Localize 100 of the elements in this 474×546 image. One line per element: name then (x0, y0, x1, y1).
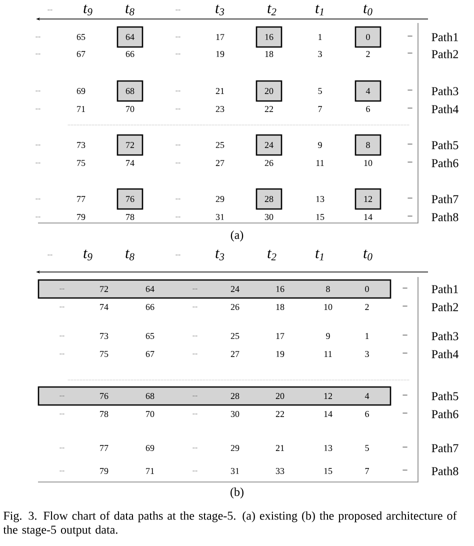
path-label: Path6 (432, 410, 458, 418)
cell-value: 5 (365, 445, 369, 451)
cell-value: 3 (365, 350, 369, 358)
cell-value: 9 (318, 142, 322, 148)
cell-value: 66 (126, 50, 134, 58)
row-box (38, 279, 392, 299)
cell-value: 31 (230, 468, 239, 474)
cell-value: 29 (216, 196, 224, 202)
cell-value: 7 (318, 106, 322, 112)
panel-label: (b) (230, 488, 244, 498)
cell-value: 73 (100, 332, 108, 340)
cell-value: 20 (276, 392, 284, 400)
cell-value: 16 (276, 286, 284, 292)
path-label: Path6 (432, 158, 458, 168)
cell-value: 29 (230, 444, 240, 452)
dash: – (402, 352, 408, 354)
cell-value: 26 (264, 160, 274, 166)
cell-value: 19 (216, 50, 224, 58)
cell-value: 5 (318, 88, 322, 94)
path-label: Path3 (432, 86, 458, 96)
value-box: 76 (116, 188, 144, 210)
panel-label: (a) (230, 230, 244, 242)
cell-value: 31 (216, 214, 224, 220)
value-box: 8 (354, 134, 382, 156)
value-box: 24 (256, 134, 282, 156)
cell-value: 79 (100, 468, 108, 474)
time-label: t$_{0}$ (364, 250, 372, 260)
time-label: t$_{9}$ (84, 250, 92, 260)
value-box: 16 (256, 26, 282, 48)
cell-value: 0 (365, 286, 369, 292)
path-label: Path7 (432, 444, 458, 452)
cell-value: 22 (264, 106, 273, 112)
cell-value: 77 (77, 196, 86, 202)
time-label: t$_{1}$ (316, 250, 324, 260)
cell-value: 21 (216, 88, 224, 94)
dash: – (408, 52, 412, 54)
cell-value: 65 (76, 34, 86, 40)
time-label: t$_{8}$ (126, 250, 134, 260)
cell-value: 27 (230, 351, 240, 357)
cell-value: 10 (364, 160, 372, 166)
cell-value: 64 (146, 286, 154, 292)
path-label: Path2 (432, 50, 458, 58)
cell-value: 75 (77, 160, 86, 166)
cell-value: 77 (100, 445, 108, 451)
path-label: Path1 (432, 32, 458, 42)
cell-value: 1 (318, 34, 322, 40)
cell-value: 28 (230, 392, 240, 400)
cell-value: 72 (100, 286, 108, 292)
time-label: t$_{1}$ (316, 4, 324, 16)
cell-value: 65 (146, 332, 154, 340)
time-label: t$_{9}$ (84, 4, 92, 16)
cell-value: 3 (318, 50, 322, 58)
path-label: Path2 (432, 302, 458, 312)
cell-value: 69 (146, 444, 154, 452)
path-label: Path5 (432, 392, 458, 400)
time-label: t$_{3}$ (216, 4, 224, 16)
cell-value: 27 (216, 160, 224, 166)
cell-value: 24 (230, 286, 240, 292)
value-box: 4 (354, 80, 382, 102)
path-label: Path4 (432, 104, 458, 114)
cell-value: 73 (77, 142, 86, 148)
path-label: Path8 (432, 466, 458, 476)
row-box (38, 386, 392, 406)
value-box: 72 (116, 134, 144, 156)
cell-value: 67 (76, 50, 86, 58)
cell-value: 4 (364, 393, 370, 399)
cell-value: 68 (146, 392, 154, 400)
time-label: t$_{3}$ (216, 250, 224, 260)
caption: Fig. 3. Flow chart of data paths at the stage-5. (a) existing (b) the proposed architecture of the stage-5 output data. (3, 511, 457, 536)
cell-value: 1 (366, 333, 369, 339)
path-label: Path7 (432, 194, 458, 204)
cell-value: 71 (146, 468, 154, 474)
cell-value: 11 (324, 351, 332, 357)
cell-value: 79 (77, 214, 86, 220)
value-box: 12 (354, 188, 382, 210)
dash: – (402, 334, 408, 336)
cell-value: 11 (316, 160, 324, 166)
path-label: Path1 (432, 284, 458, 294)
cell-value: 19 (276, 350, 284, 358)
cell-value: 33 (276, 468, 284, 474)
cell-value: 17 (276, 333, 284, 339)
dash: – (402, 394, 408, 396)
cell-value: 74 (126, 160, 134, 166)
cell-value: 21 (276, 445, 284, 451)
cell-value: 70 (126, 106, 134, 112)
cell-value: 23 (216, 106, 224, 112)
cell-value: 13 (324, 444, 332, 452)
time-label: t$_{2}$ (268, 250, 276, 260)
path-label: Path8 (432, 212, 458, 222)
cell-value: 6 (366, 106, 370, 112)
cell-value: 2 (366, 51, 370, 57)
path-label: Path3 (432, 332, 458, 340)
value-box: 64 (116, 26, 144, 48)
cell-value: 75 (100, 351, 108, 357)
cell-value: 9 (326, 332, 330, 340)
cell-value: 17 (216, 34, 224, 40)
dash: – (402, 446, 408, 448)
cell-value: 69 (76, 88, 86, 94)
cell-value: 18 (265, 50, 274, 58)
cell-value: 7 (365, 468, 369, 474)
